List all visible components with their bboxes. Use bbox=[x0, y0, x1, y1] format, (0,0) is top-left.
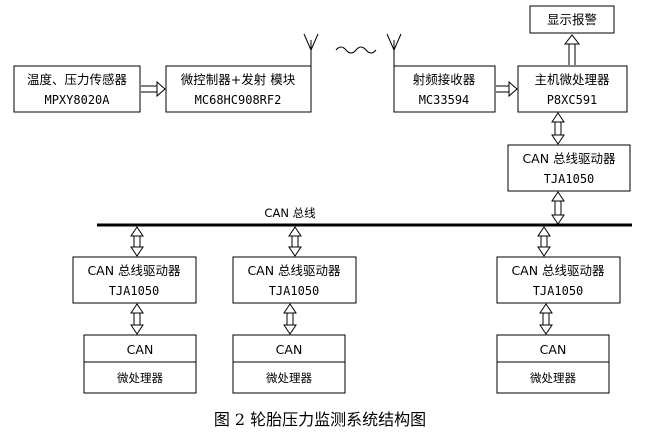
can-node-3-box: CAN 微处理器 bbox=[496, 334, 610, 394]
alarm-label: 显示报警 bbox=[547, 12, 597, 27]
can-node-1-subtitle: 微处理器 bbox=[117, 371, 163, 385]
main-mcu-name: 主机微处理器 bbox=[534, 72, 610, 87]
can-node-3-subtitle: 微处理器 bbox=[530, 371, 576, 385]
can-driver-main-box: CAN 总线驱动器 TJA1050 bbox=[507, 144, 631, 192]
can-driver-node-2-box: CAN 总线驱动器 TJA1050 bbox=[232, 256, 357, 304]
rf-receiver-name: 射频接收器 bbox=[413, 72, 476, 87]
can-driver-node-2-name: CAN 总线驱动器 bbox=[247, 263, 341, 278]
arrow-updown-icon bbox=[283, 303, 297, 335]
can-node-2-subtitle: 微处理器 bbox=[266, 371, 312, 385]
arrow-updown-icon bbox=[130, 226, 144, 257]
can-driver-node-3-box: CAN 总线驱动器 TJA1050 bbox=[496, 256, 621, 304]
can-driver-node-2-model: TJA1050 bbox=[269, 284, 320, 298]
can-driver-node-1-box: CAN 总线驱动器 TJA1050 bbox=[72, 256, 197, 304]
mcu-transmitter-model: MC68HC908RF2 bbox=[195, 93, 282, 107]
can-driver-node-3-model: TJA1050 bbox=[533, 284, 584, 298]
can-driver-node-1-name: CAN 总线驱动器 bbox=[87, 263, 181, 278]
rf-receiver-box: 射频接收器 MC33594 bbox=[393, 65, 496, 113]
can-bus-label: CAN 总线 bbox=[264, 206, 316, 220]
can-driver-main-name: CAN 总线驱动器 bbox=[522, 151, 616, 166]
sensor-model: MPXY8020A bbox=[44, 93, 110, 107]
can-node-1-title: CAN bbox=[127, 342, 154, 357]
can-node-1-box: CAN 微处理器 bbox=[83, 334, 197, 394]
arrow-right-icon bbox=[141, 80, 166, 98]
mcu-transmitter-name: 微控制器+发射 模块 bbox=[181, 72, 296, 87]
arrow-updown-icon bbox=[551, 191, 565, 225]
mcu-transmitter-box: 微控制器+发射 模块 MC68HC908RF2 bbox=[165, 65, 312, 113]
arrow-right-icon bbox=[496, 80, 518, 98]
can-driver-main-model: TJA1050 bbox=[544, 172, 595, 186]
arrow-updown-icon bbox=[288, 226, 302, 257]
main-mcu-model: P8XC591 bbox=[547, 93, 598, 107]
main-mcu-box: 主机微处理器 P8XC591 bbox=[517, 65, 628, 113]
figure-caption: 图 2 轮胎压力监测系统结构图 bbox=[214, 410, 426, 429]
rf-receiver-model: MC33594 bbox=[419, 93, 470, 107]
can-driver-node-1-model: TJA1050 bbox=[109, 284, 160, 298]
arrow-updown-icon bbox=[539, 303, 553, 335]
arrow-updown-icon bbox=[551, 112, 565, 145]
can-node-2-box: CAN 微处理器 bbox=[232, 334, 346, 394]
can-node-3-title: CAN bbox=[540, 342, 567, 357]
arrow-updown-icon bbox=[130, 303, 144, 335]
arrow-updown-icon bbox=[537, 226, 551, 257]
alarm-box: 显示报警 bbox=[529, 5, 615, 34]
wireless-wave-icon bbox=[335, 46, 377, 54]
sensor-name: 温度、压力传感器 bbox=[27, 72, 128, 87]
antenna-icon bbox=[303, 33, 319, 66]
can-driver-node-3-name: CAN 总线驱动器 bbox=[511, 263, 605, 278]
sensor-box: 温度、压力传感器 MPXY8020A bbox=[13, 65, 141, 113]
arrow-up-icon bbox=[563, 34, 581, 65]
can-node-2-title: CAN bbox=[276, 342, 303, 357]
antenna-icon bbox=[386, 33, 402, 66]
